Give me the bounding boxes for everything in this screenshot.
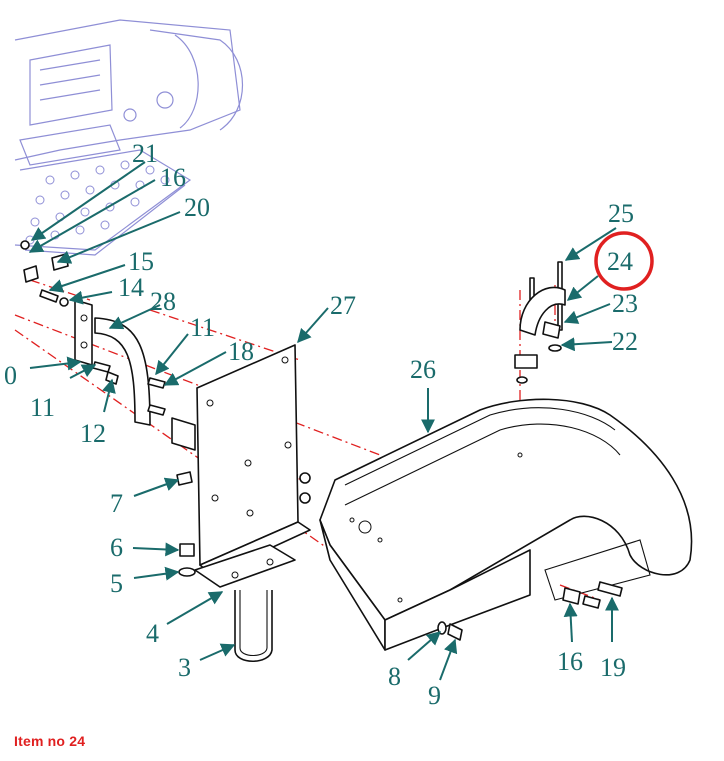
callout-23: 23	[612, 289, 638, 318]
callout-3: 3	[178, 653, 191, 682]
leader-lines	[28, 161, 619, 681]
callout-28: 28	[150, 287, 176, 316]
callout-27: 27	[330, 291, 356, 320]
callout-9: 9	[428, 681, 441, 710]
callout-8: 8	[388, 662, 401, 691]
fender	[319, 398, 693, 651]
fender-bolts	[437, 581, 623, 641]
callout-partial-0: 0	[4, 361, 17, 390]
callout-7: 7	[110, 489, 123, 518]
top-bracket-hardware	[514, 261, 566, 384]
callout-22: 22	[612, 327, 638, 356]
callout-12: 12	[80, 419, 106, 448]
callout-14: 14	[118, 273, 144, 302]
bracket-assembly	[74, 299, 196, 451]
callout-5: 5	[110, 569, 123, 598]
callout-24: 24	[607, 247, 633, 276]
callout-6: 6	[110, 533, 123, 562]
callout-20: 20	[184, 193, 210, 222]
clamp-hardware	[178, 543, 296, 662]
callout-26: 26	[410, 355, 436, 384]
callout-16b: 16	[557, 647, 583, 676]
callout-11a: 11	[190, 313, 215, 342]
callout-25: 25	[608, 199, 634, 228]
highlight-circle	[594, 231, 654, 291]
callout-labels: 3 4 5 6 7 8 9 11 11 12 14 15 16 16 18 19…	[4, 139, 638, 710]
callout-15: 15	[128, 247, 154, 276]
callout-21: 21	[132, 139, 158, 168]
callout-11b: 11	[30, 393, 55, 422]
callout-19: 19	[600, 653, 626, 682]
ghost-machine-outline	[14, 19, 244, 256]
mounting-plate	[176, 344, 311, 576]
callout-18: 18	[228, 337, 254, 366]
item-caption: Item no 24	[14, 733, 86, 749]
callout-16a: 16	[160, 163, 186, 192]
exploded-parts-diagram: 3 4 5 6 7 8 9 11 11 12 14 15 16 16 18 19…	[4, 19, 693, 710]
callout-4: 4	[146, 619, 159, 648]
